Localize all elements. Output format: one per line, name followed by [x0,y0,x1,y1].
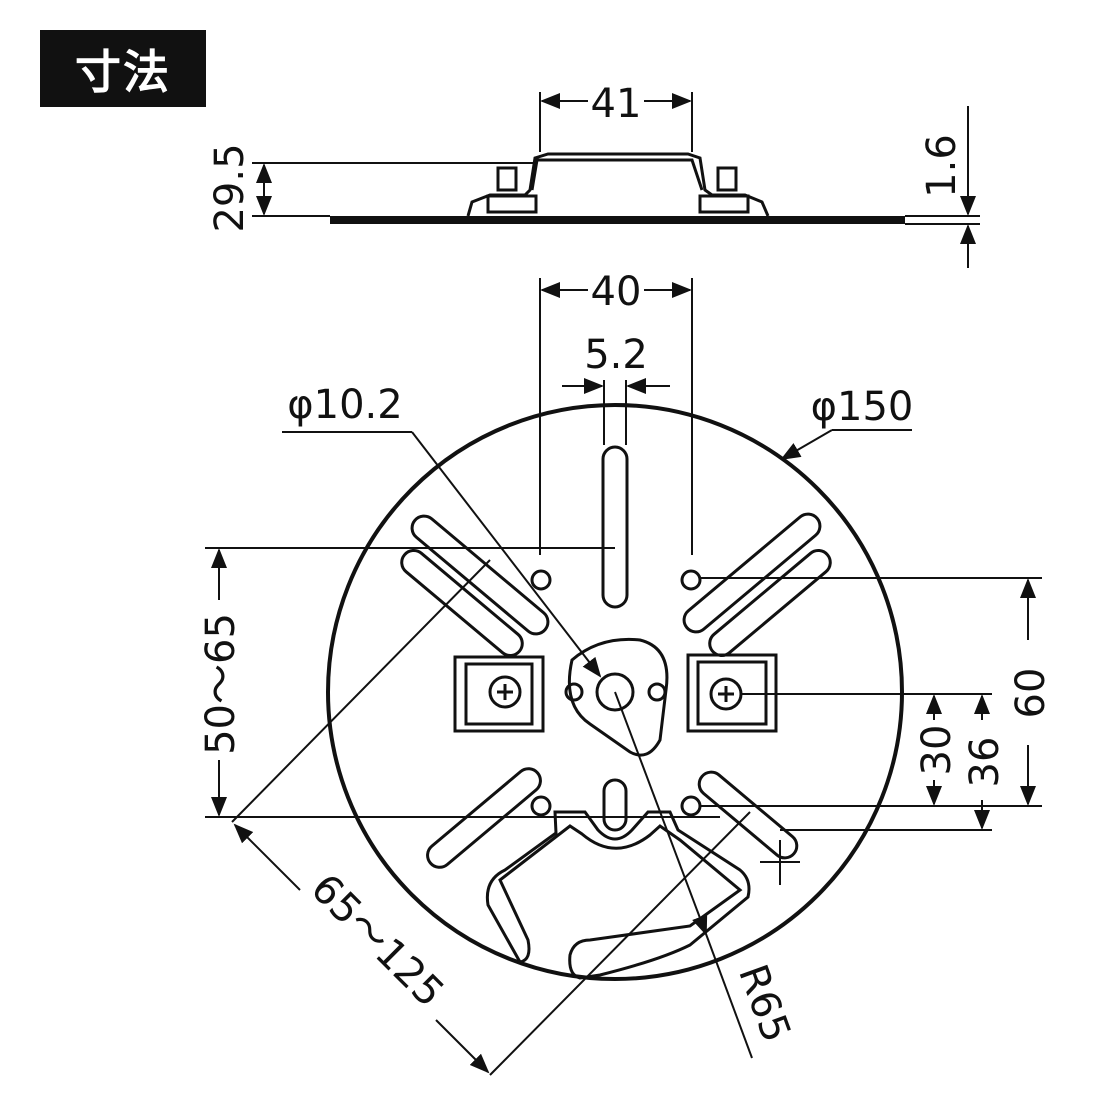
side-clamp-right [698,194,750,214]
outer-disc [326,403,904,981]
slot-top [601,445,629,609]
hole-ur [680,569,702,591]
center-boss [567,637,669,757]
slot-ll [426,767,542,869]
slot-ul-inner [400,549,524,657]
dim-60: 60 [1008,668,1054,719]
dim-36: 36 [962,737,1008,788]
hole-center-right [647,682,667,702]
slot-ur-outer [682,512,822,634]
dim-1-6: 1.6 [919,134,965,198]
slot-ur-inner [708,549,832,657]
side-clamp-left [486,194,538,214]
clamp-left [453,655,545,733]
dim-65-125: 65〜125 [302,865,453,1016]
hole-center-left [564,682,584,702]
hole-ul [530,569,552,591]
page-title: 寸法 [40,30,206,107]
side-base-plate [330,216,905,224]
dim-phi-150: φ150 [811,384,914,430]
side-bolt-left [496,166,518,192]
slot-bottom [602,778,628,832]
dim-50-65: 50〜65 [198,613,244,755]
hole-ll [530,795,552,817]
dim-30: 30 [914,725,960,776]
side-view: 41 29.5 1.6 [207,81,980,268]
dim-5-2: 5.2 [584,332,648,378]
dim-29-5: 29.5 [207,143,253,232]
center-hole [595,672,635,712]
side-bridge-inner [530,158,704,191]
side-bolt-right [716,166,738,192]
hole-lr [680,795,702,817]
plan-view: 40 5.2 φ10.2 φ150 50〜65 65〜125 [198,269,1054,1076]
dim-phi-10-2: φ10.2 [287,382,402,428]
dim-41: 41 [591,81,642,127]
dim-40: 40 [591,269,642,315]
slot-ul-outer [410,514,550,636]
dim-r65: R65 [729,959,799,1049]
bottom-bracket [485,810,751,980]
